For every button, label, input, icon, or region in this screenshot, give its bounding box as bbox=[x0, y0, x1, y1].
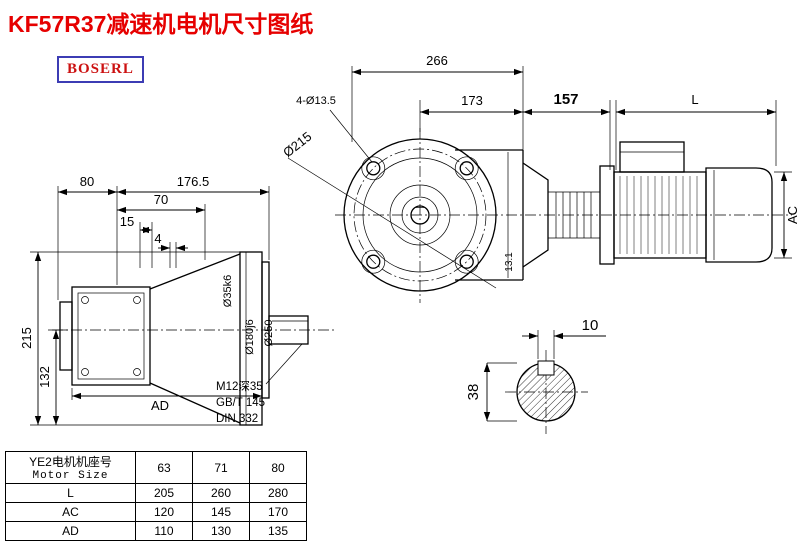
value-L-71: 260 bbox=[192, 483, 250, 503]
page-title: KF57R37减速机电机尺寸图纸 bbox=[8, 11, 314, 37]
gear-housing bbox=[455, 149, 524, 281]
brand-logo: BOSERL bbox=[57, 56, 144, 83]
dim-shaft-diameter: 38 bbox=[465, 384, 482, 401]
cooling-fins bbox=[619, 176, 698, 254]
table-header-cn: YE2电机机座号 bbox=[29, 455, 112, 469]
bell-bottom bbox=[149, 382, 241, 424]
bolt-lugs bbox=[361, 156, 479, 274]
dim-266: 266 bbox=[426, 53, 448, 68]
value-AD-63: 110 bbox=[135, 521, 193, 541]
value-L-80: 280 bbox=[249, 483, 307, 503]
value-AC-63: 120 bbox=[135, 502, 193, 522]
dim-AC: AC bbox=[785, 206, 800, 224]
value-AD-71: 130 bbox=[192, 521, 250, 541]
dim-bolt-circle: Ø215 bbox=[280, 129, 314, 160]
housing-face bbox=[77, 292, 145, 380]
bearing-circle bbox=[401, 196, 439, 234]
value-AC-71: 145 bbox=[192, 502, 250, 522]
front-view: 266 173 157 L AC 4-Ø13.5 Ø215 bbox=[280, 53, 800, 303]
table-row-L: L 205 260 280 bbox=[5, 483, 307, 503]
flange-inner-circle bbox=[362, 157, 478, 273]
value-AD-80: 135 bbox=[249, 521, 307, 541]
table-col-size-2: 71 bbox=[192, 451, 250, 484]
shaft-section-view: 10 38 bbox=[465, 317, 606, 434]
note-din-standard: DIN 332 bbox=[216, 413, 258, 425]
side-view-dimensions: 80 176.5 70 15 4 215 bbox=[19, 174, 275, 426]
housing-body bbox=[71, 286, 151, 386]
table-row-AD: AD 110 130 135 bbox=[5, 521, 307, 541]
table-col-size-1: 63 bbox=[135, 451, 193, 484]
bolt-holes bbox=[366, 161, 474, 269]
note-leader bbox=[265, 343, 303, 385]
flange-outer-circle bbox=[343, 138, 497, 292]
keyway-slot bbox=[537, 360, 555, 376]
table-header-en: Motor Size bbox=[32, 470, 109, 482]
fan-cowl bbox=[705, 167, 773, 263]
dim-215: 215 bbox=[19, 327, 34, 349]
dim-70: 70 bbox=[154, 192, 168, 207]
row-label-AC: AC bbox=[5, 502, 136, 522]
dim-157: 157 bbox=[553, 91, 578, 108]
output-shaft bbox=[268, 315, 309, 345]
row-label-L: L bbox=[5, 483, 136, 503]
section-dimensions: 10 38 bbox=[465, 317, 606, 422]
terminal-box bbox=[619, 141, 685, 173]
table-row-AC: AC 120 145 170 bbox=[5, 502, 307, 522]
bell-top bbox=[149, 253, 241, 290]
dim-4: 4 bbox=[154, 231, 161, 246]
bolt-circle bbox=[353, 148, 487, 282]
housing-bolts bbox=[81, 296, 141, 376]
dim-80: 80 bbox=[80, 174, 94, 189]
row-label-AD: AD bbox=[5, 521, 136, 541]
dim-spigot-dia: Ø180j6 bbox=[244, 319, 256, 354]
dim-flange-dia: Ø250 bbox=[263, 320, 275, 347]
dim-AD: AD bbox=[151, 398, 169, 413]
dim-173: 173 bbox=[461, 93, 483, 108]
brand-logo-text: BOSERL bbox=[67, 61, 134, 77]
dim-key-width: 10 bbox=[582, 317, 599, 334]
side-view: 80 176.5 70 15 4 215 bbox=[19, 174, 334, 426]
dim-bolt-holes: 4-Ø13.5 bbox=[296, 95, 336, 107]
value-AC-80: 170 bbox=[249, 502, 307, 522]
dim-13-1: 13.1 bbox=[504, 252, 515, 272]
note-tap-hole: M12深35 bbox=[216, 379, 263, 393]
rear-cover bbox=[59, 301, 73, 371]
dim-176-5: 176.5 bbox=[177, 174, 210, 189]
coupling-rings bbox=[548, 191, 600, 239]
table-header-motor-size: YE2电机机座号 Motor Size bbox=[5, 451, 136, 484]
adapter-bell bbox=[522, 162, 549, 268]
dim-shaft-dia: Ø35k6 bbox=[222, 275, 234, 307]
note-gb-standard: GB/T 145 bbox=[216, 397, 265, 409]
shaft-circle bbox=[410, 205, 430, 225]
motor-size-table: YE2电机机座号 Motor Size 63 71 80 L 205 260 2… bbox=[5, 451, 307, 541]
hub-circle bbox=[389, 184, 451, 246]
table-header-row: YE2电机机座号 Motor Size 63 71 80 bbox=[5, 451, 307, 484]
dim-L: L bbox=[691, 92, 698, 107]
dim-15: 15 bbox=[120, 214, 134, 229]
dim-132: 132 bbox=[37, 366, 52, 388]
value-L-63: 205 bbox=[135, 483, 193, 503]
table-col-size-3: 80 bbox=[249, 451, 307, 484]
